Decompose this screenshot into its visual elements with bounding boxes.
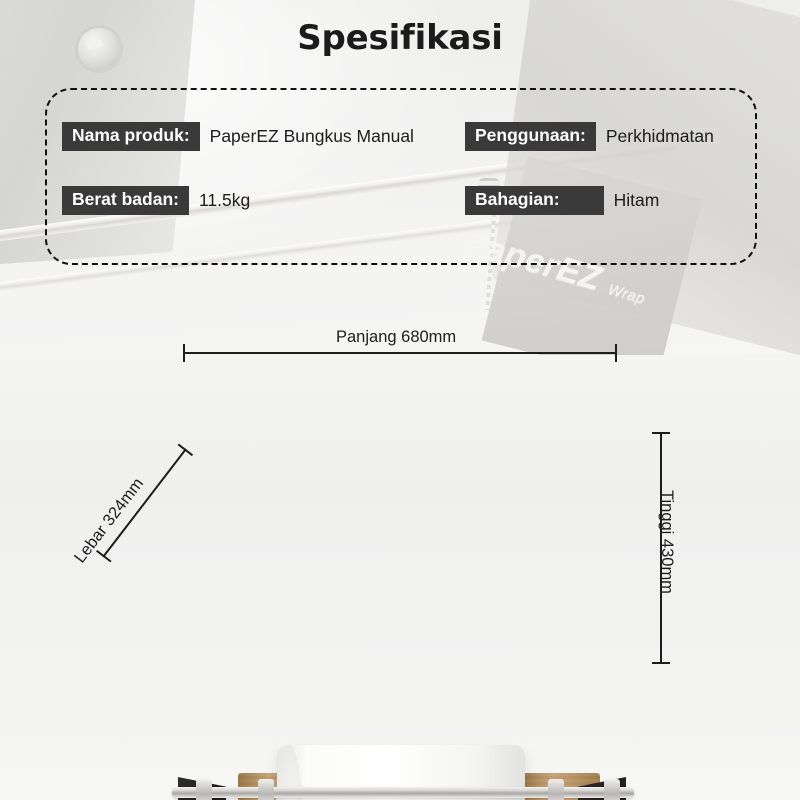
rod-collar-left-outer [196, 779, 212, 800]
dimension-line-height [653, 432, 668, 664]
spec-row-color: Bahagian: Hitam [465, 186, 659, 215]
spec-row-product-name: Nama produk: PaperEZ Bungkus Manual [62, 122, 414, 151]
spec-value-product-name: PaperEZ Bungkus Manual [209, 125, 414, 146]
page-title: Spesifikasi [297, 18, 503, 58]
background-knob-icon [78, 28, 120, 70]
dimension-label-height: Tinggi 430mm [658, 490, 676, 594]
rod-collar-left-inner [258, 779, 274, 800]
machine-rod-top [172, 787, 634, 798]
rod-collar-right-outer [604, 779, 620, 800]
spec-key-weight: Berat badan: [62, 186, 189, 215]
background-brand-sub: Wrap [605, 280, 648, 308]
machine-photo [0, 355, 800, 800]
photo-backdrop [0, 355, 800, 800]
rod-collar-right-inner [548, 779, 564, 800]
spec-row-usage: Penggunaan: Perkhidmatan [465, 122, 714, 151]
spec-value-weight: 11.5kg [198, 189, 251, 210]
dimension-label-length: Panjang 680mm [336, 328, 457, 346]
dimension-line-length [183, 345, 617, 360]
spec-key-product-name: Nama produk: [62, 122, 200, 151]
spec-key-usage: Penggunaan: [465, 122, 596, 151]
spec-value-usage: Perkhidmatan [605, 125, 714, 146]
specification-box: Nama produk: PaperEZ Bungkus Manual Peng… [45, 88, 757, 265]
spec-key-color: Bahagian: [465, 186, 604, 215]
spec-row-weight: Berat badan: 11.5kg [62, 186, 250, 215]
spec-value-color: Hitam [613, 189, 660, 210]
